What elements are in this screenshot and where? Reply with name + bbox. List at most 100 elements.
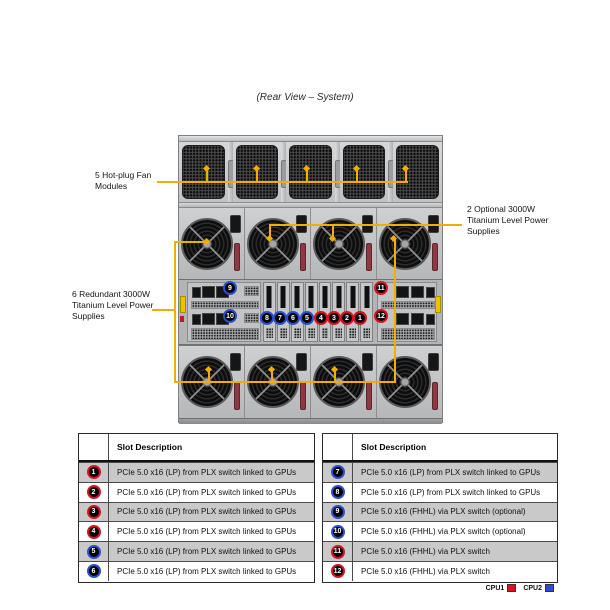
slot-description-cell: PCIe 5.0 x16 (FHHL) via PLX switch (opti… [361,527,526,537]
vent-strip [381,301,435,309]
pcie-slot-bracket [263,282,276,342]
psu-module [377,208,442,279]
fan-module [393,142,442,202]
slot-description-cell: PCIe 5.0 x16 (LP) from PLX switch linked… [117,487,297,497]
fan-module [179,142,228,202]
slot-marker-2: 2 [86,485,101,500]
psu-fan [181,356,233,408]
callout-line-redundant-psu [174,381,396,383]
fan-grille [182,145,225,199]
slot-number-cell: 11 [323,542,353,561]
callout-line-fans [157,181,408,183]
legend-swatch-cpu1 [507,584,517,592]
slot-number-cell: 4 [79,522,109,542]
slot-description-cell: PCIe 5.0 x16 (LP) from PLX switch linked… [361,487,541,497]
ear-sticker [435,296,441,313]
slot-marker-1: 1 [86,465,101,480]
table-row: 11 PCIe 5.0 x16 (FHHL) via PLX switch [323,541,557,561]
usb-port [426,314,435,325]
io-panel [179,279,442,345]
psu-handle [234,243,240,271]
psu-fan [379,217,431,270]
slot-number-cell: 5 [79,542,109,561]
vent-strip [381,328,435,340]
callout-tick [405,169,407,182]
fan-row [179,142,442,202]
slot-marker-10: 10 [330,524,345,539]
callout-fan-modules: 5 Hot-plug Fan Modules [95,170,152,191]
slot-marker-8: 8 [330,485,345,500]
table-row: 6 PCIe 5.0 x16 (LP) from PLX switch linke… [79,560,314,581]
header-slot-cell [79,434,109,460]
callout-tick [271,370,273,381]
slot-number-cell: 10 [323,522,353,542]
fan-grille [396,145,439,199]
callout-tick [306,169,308,182]
slot-description-cell: PCIe 5.0 x16 (FHHL) via PLX switch [361,566,490,576]
usb-port [426,287,435,298]
psu-handle [432,382,438,410]
callout-tick [334,370,336,381]
usb-port [192,287,201,298]
slot-number-cell: 12 [323,561,353,581]
callout-tick [256,169,258,182]
pcie-slot-bracket [346,282,360,342]
header-description-cell: Slot Description [117,442,183,452]
psu-module [245,208,311,279]
slot-description-cell: PCIe 5.0 x16 (LP) from PLX switch linked… [117,507,297,517]
psu-handle [432,243,438,271]
power-socket [230,215,241,233]
ethernet-port [396,286,409,298]
slot-marker-4: 4 [86,524,101,539]
page-title: (Rear View – System) [256,92,354,103]
callout-line-redundant-psu [394,238,396,383]
pcie-slot-bracket [304,282,318,342]
vent-strip [244,313,259,323]
io-block-left [187,282,261,342]
slot-description-cell: PCIe 5.0 x16 (FHHL) via PLX switch [361,547,490,557]
table-row: 10 PCIe 5.0 x16 (FHHL) via PLX switch (op… [323,521,557,542]
table-header-row: Slot Description [79,434,314,462]
fan-grille [342,145,386,199]
slot-description-cell: PCIe 5.0 x16 (FHHL) via PLX switch (opti… [361,507,526,517]
callout-tick [356,169,358,182]
pcie-slot-bracket [332,282,346,342]
slot-marker-3: 3 [86,504,101,519]
ethernet-port [216,286,229,298]
callout-redundant-psu: 6 Redundant 3000W Titanium Level Power S… [72,289,154,321]
ethernet-port [396,313,409,325]
psu-handle [300,243,306,271]
slot-number-cell: 3 [79,502,109,522]
ear-sticker [180,316,184,322]
chassis-divider [179,202,442,208]
slot-description-cell: PCIe 5.0 x16 (LP) from PLX switch linked… [361,467,541,477]
usb-port [192,314,201,325]
fan-grille [289,145,332,199]
power-socket [362,353,373,371]
slot-description-cell: PCIe 5.0 x16 (LP) from PLX switch linked… [117,566,297,576]
callout-line-optional-psu [269,224,462,226]
callout-line-redundant-psu [174,241,207,243]
psu-handle [366,243,372,271]
callout-tick [269,224,271,238]
fan-module [286,142,335,202]
psu-fan [247,217,299,270]
callout-tick [208,370,210,381]
callout-line-redundant-psu [174,241,176,383]
slot-number-cell: 6 [79,561,109,581]
slot-marker-6: 6 [86,564,101,579]
vent-strip [191,328,259,340]
psu-handle [234,382,240,410]
power-socket [230,353,241,371]
slot-marker-7: 7 [330,465,345,480]
callout-line-redundant-psu [152,309,176,311]
chassis-bottom-rail [179,418,442,424]
psu-module [179,208,245,279]
legend-swatch-cpu2 [545,584,554,592]
pcie-slot-bracket [276,282,290,342]
ethernet-port [411,286,424,298]
